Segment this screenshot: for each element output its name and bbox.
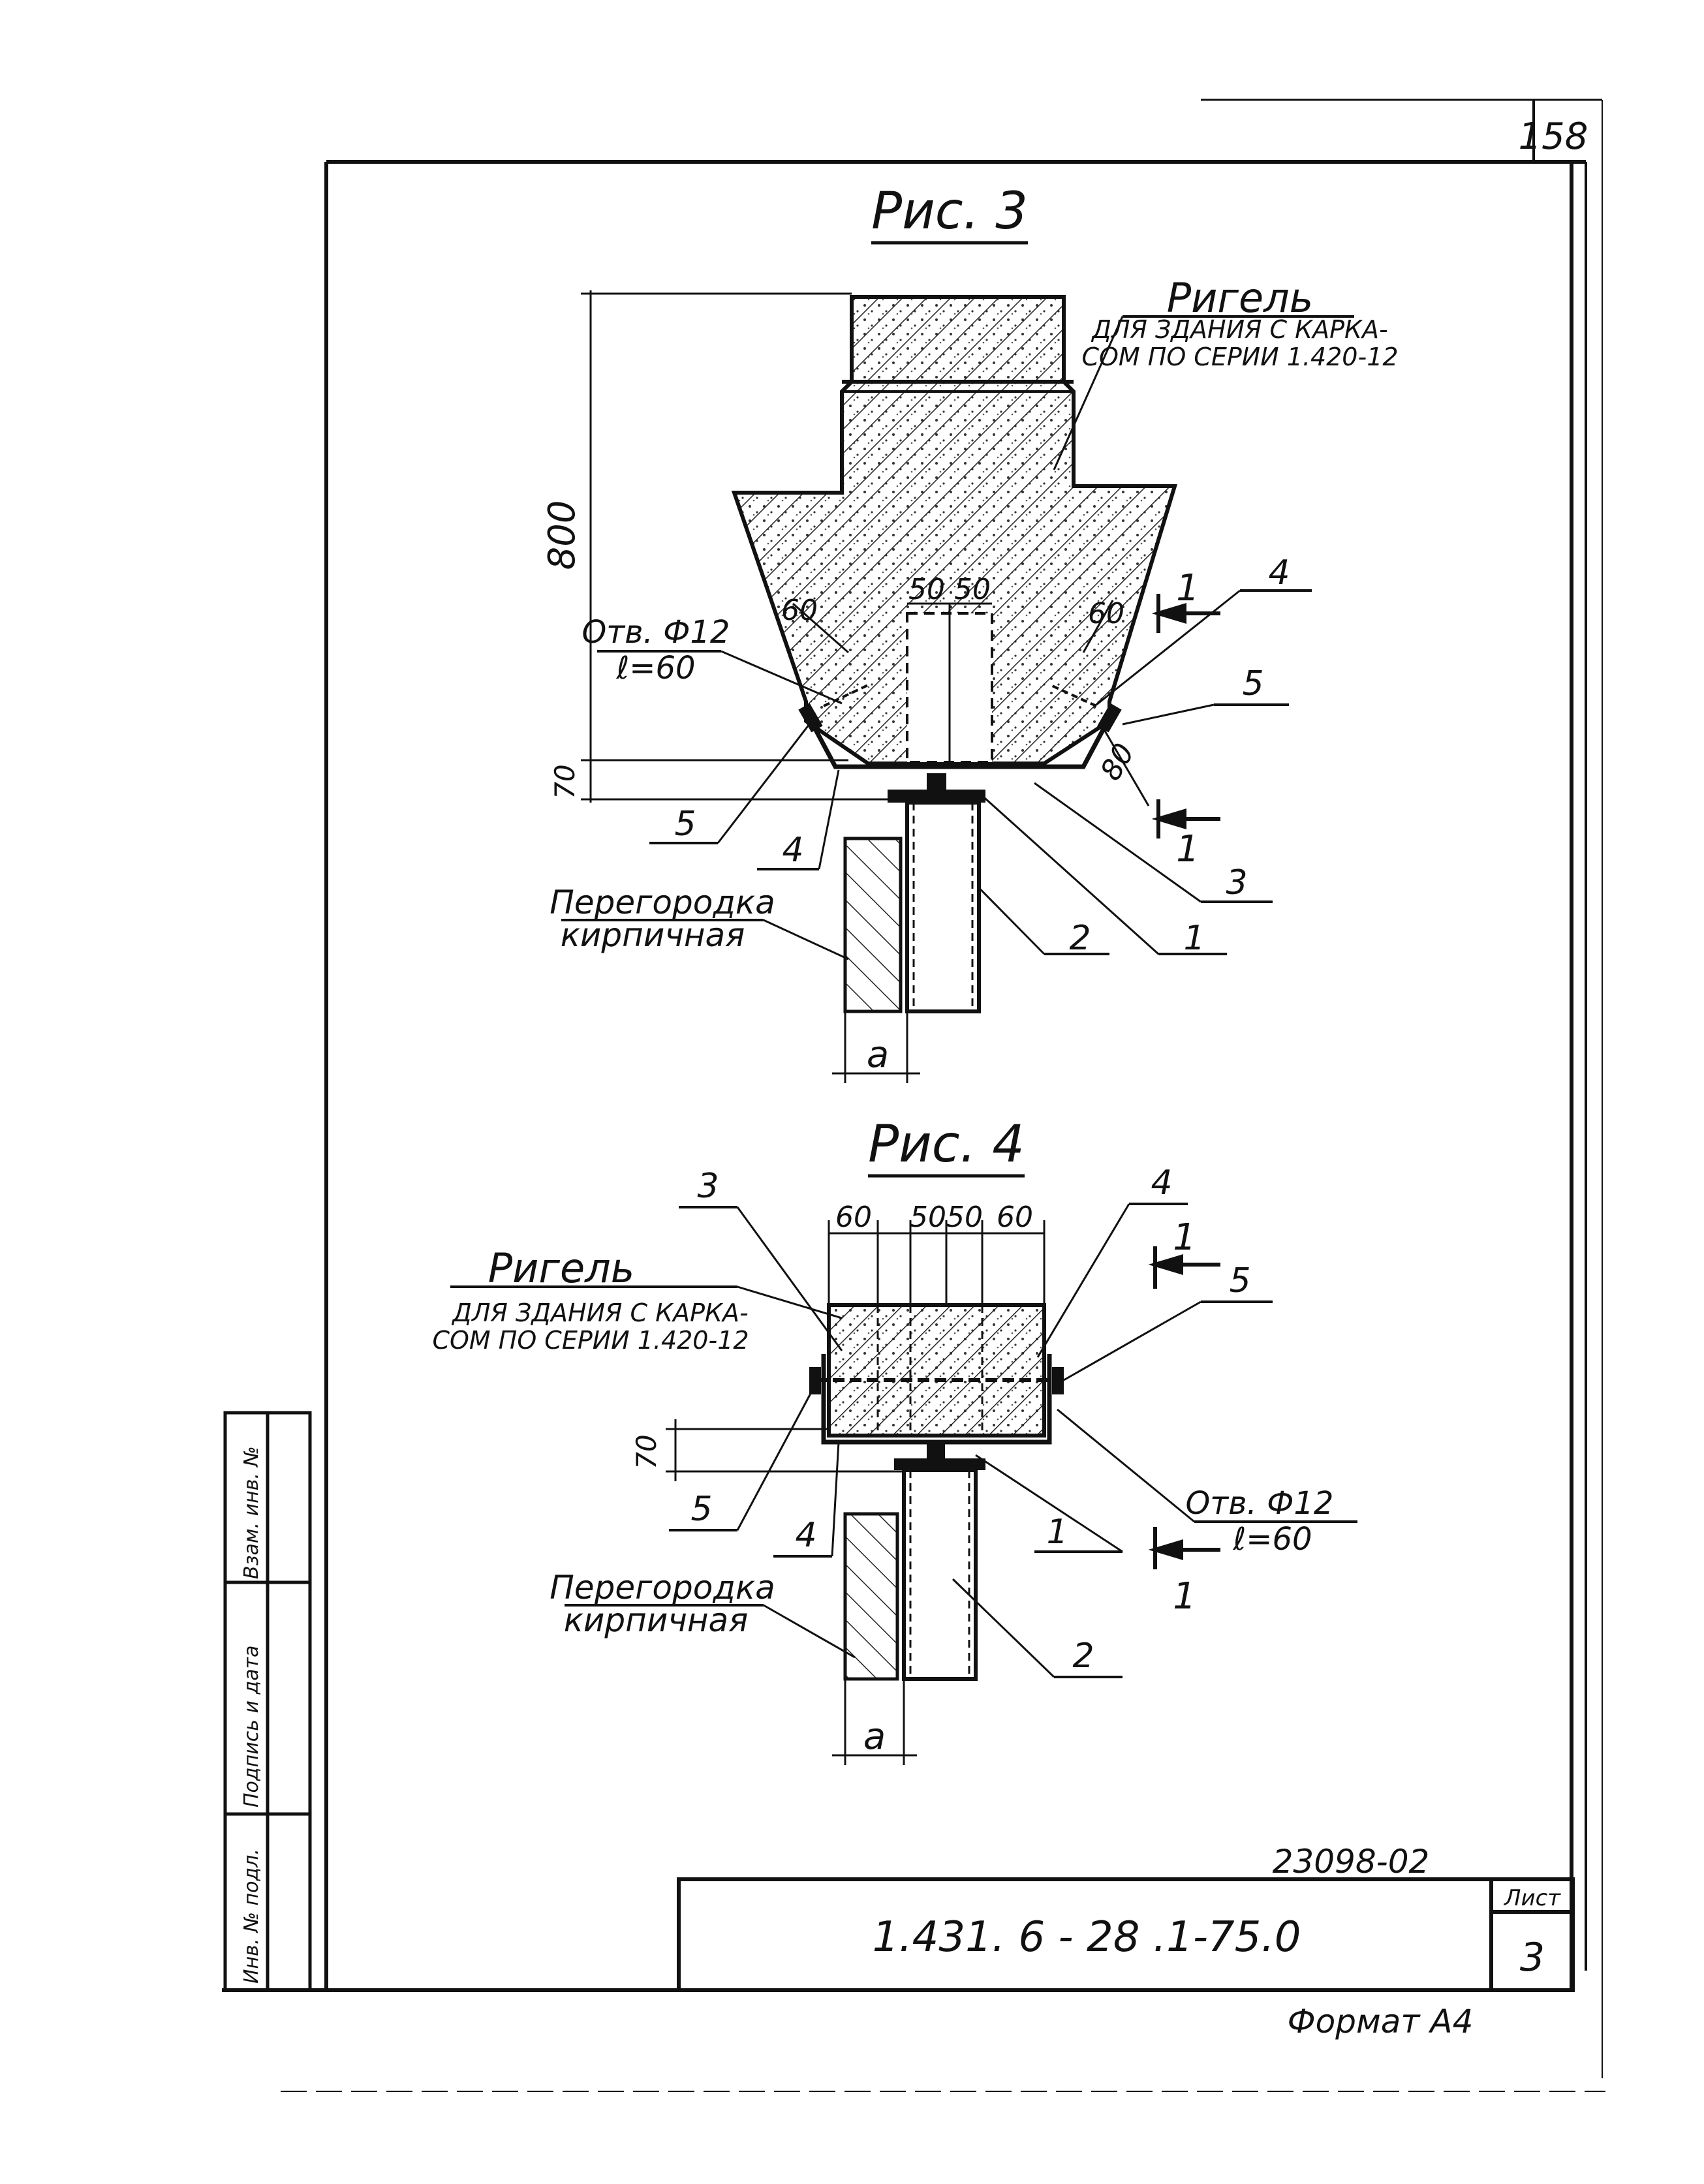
fig4-beam-desc-1: ДЛЯ ЗДАНИЯ С КАРКА- [451,1299,748,1327]
fig4-callout-5-left: 5 [690,1490,712,1529]
fig3-callout-4: 4 [1268,553,1290,592]
fig4-partition-label-1: Перегородка [550,1569,775,1607]
fig3-hole-length: ℓ=60 [615,650,695,686]
fig3-section-marker [1151,594,1220,838]
fig3-title: Рис. 3 [871,182,1028,241]
fig4-partition-label-2: кирпичная [564,1601,749,1639]
fig3-beam-concrete [731,295,1178,765]
fig3-dim-50-left: 50 [908,573,945,606]
page-number: 158 [1519,115,1588,158]
fig3-dim-60-left: 60 [781,594,818,627]
fig3-section-bottom: 1 [1176,828,1200,870]
fig3-callout-5-left: 5 [674,805,696,844]
fig3-dim-800: 800 [541,500,583,570]
fig4-dim-50-right: 50 [946,1201,983,1234]
margin-signature: Подпись и дата [240,1646,263,1808]
fig4-callout-1: 1 [1046,1513,1068,1552]
fig3-section-top: 1 [1176,567,1200,609]
margin-inv-original: Инв. № подл. [240,1849,263,1984]
margin-stamp [223,1411,312,1992]
fig3-callout-2: 2 [1069,919,1091,958]
fig4-callout-4: 4 [1151,1163,1172,1203]
fig3-callout-1: 1 [1183,919,1205,958]
fig4-section-marker [1148,1246,1220,1569]
fig3-callout-5: 5 [1242,664,1263,703]
sheet-label: Лист [1503,1885,1561,1911]
title-block [677,1877,1575,1992]
sheet-number: 3 [1520,1935,1545,1980]
fig3-callout-3: 3 [1226,863,1247,902]
fig4-hole-length: ℓ=60 [1232,1521,1312,1558]
figure-4: Рис. 4 60 50 50 60 70 [432,1115,1357,1765]
fig4-section-top: 1 [1173,1216,1196,1259]
fig4-title: Рис. 4 [868,1115,1025,1174]
fig3-dim-50-right: 50 [954,573,991,606]
fig4-dim-60-left: 60 [835,1201,872,1234]
fig3-callout-4-left: 4 [782,831,803,870]
fig4-callout-3: 3 [697,1167,719,1206]
fig4-callout-2: 2 [1072,1637,1094,1676]
fig3-bolt-right [1097,703,1122,733]
drawing-designation: 1.431. 6 - 28 .1-75.0 [873,1913,1301,1961]
fig4-bolt-left [809,1367,821,1394]
fig3-partition-label-2: кирпичная [561,916,745,954]
fig3-hole-label: Отв. Ф12 [582,614,730,651]
fig4-beam-desc-2: СОМ ПО СЕРИИ 1.420-12 [432,1326,749,1355]
fig4-dim-70: 70 [630,1434,662,1469]
fig3-bolt-left [798,703,823,733]
fig3-beam-desc-2: СОМ ПО СЕРИИ 1.420-12 [1081,343,1398,371]
fig3-beam-label: Ригель [1167,274,1314,322]
fig3-brick-partition [843,837,903,1013]
fig3-column [888,773,985,1013]
fig4-callout-4-left: 4 [795,1516,816,1555]
fig4-hole-label: Отв. Ф12 [1186,1485,1334,1522]
paper-format: Формат А4 [1288,2003,1474,2040]
archive-number: 23098-02 [1273,1843,1430,1881]
fig3-partition-label-1: Перегородка [550,884,775,921]
fig4-beam-label: Ригель [488,1244,635,1292]
fig3-dim-60-right: 60 [1088,597,1124,630]
fig3-steel-angle [807,716,1112,769]
figure-3: Рис. 3 50 50 800 70 60 6 [541,182,1399,1083]
fig4-column [894,1442,985,1681]
margin-inv-replaced: Взам. инв. № [240,1446,263,1579]
fig3-dim-80: 80 [1094,738,1141,786]
fig4-section-bottom: 1 [1173,1575,1196,1618]
fig4-callout-5: 5 [1229,1261,1250,1300]
fig3-dim-70: 70 [549,764,581,799]
fig3-dim-a: a [867,1034,889,1076]
fig4-dim-60-right: 60 [997,1201,1033,1234]
fig4-dim-50-left: 50 [910,1201,946,1234]
fig4-brick-partition [843,1512,899,1681]
fig4-dim-a: a [863,1715,886,1758]
fig4-bolt-right [1052,1367,1064,1394]
fig3-beam-desc-1: ДЛЯ ЗДАНИЯ С КАРКА- [1091,315,1387,344]
